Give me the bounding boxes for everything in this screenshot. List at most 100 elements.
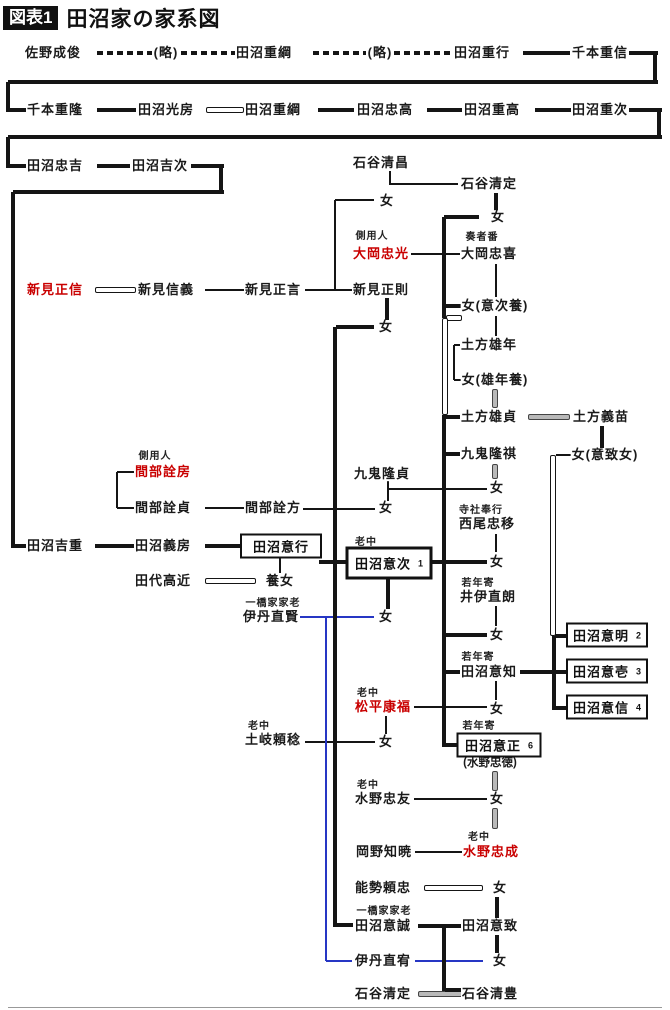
person-node: 田沼意致 <box>460 918 520 934</box>
succession-number: 6 <box>528 740 534 750</box>
connector-line-thick <box>8 164 27 168</box>
connector-line-thick <box>13 544 29 548</box>
connector-line-thin <box>279 556 281 573</box>
role-label: 若年寄 <box>461 652 495 663</box>
connector-line-thick <box>657 110 661 139</box>
person-node: 間部詮方 <box>243 500 303 516</box>
connector-line-thick <box>495 935 499 953</box>
person-node: 女 <box>377 319 395 335</box>
role-label: 側用人 <box>355 231 389 242</box>
person-node: 間部詮貞 <box>133 500 193 516</box>
connector-line-dblg <box>492 464 498 479</box>
connector-line-dblw <box>205 578 256 584</box>
connector-line-thick <box>520 670 555 674</box>
role-label: 寺社奉行 <box>459 505 503 516</box>
connector-line-thick <box>445 988 462 992</box>
connector-line-thick <box>444 415 460 419</box>
person-node: (略) <box>366 45 394 61</box>
connector-line-thick <box>333 327 337 927</box>
connector-line-dash <box>313 51 366 55</box>
person-node: 女 <box>488 627 506 643</box>
connector-line-thin <box>495 606 497 626</box>
person-node: 石谷清定 <box>459 176 519 192</box>
person-node: 田沼光房 <box>136 102 196 118</box>
person-node: 田沼意誠 <box>353 918 413 934</box>
connector-line-dash <box>394 51 452 55</box>
person-node: 田沼重高 <box>462 102 522 118</box>
connector-line-thick <box>552 636 556 710</box>
connector-line-dblg <box>492 771 498 791</box>
person-box-label: 田沼意信 <box>572 700 629 716</box>
connector-line-thick <box>95 544 134 548</box>
role-label: 老中 <box>468 832 490 843</box>
connector-line-thick <box>444 452 460 456</box>
connector-line-thick <box>442 217 446 318</box>
connector-line-blue <box>325 617 327 961</box>
connector-line-thick <box>629 108 662 112</box>
role-label: 奏者番 <box>465 232 499 243</box>
person-node: 田代高近 <box>133 573 193 589</box>
connector-line-thick <box>629 51 658 55</box>
person-box: 田沼意行 <box>240 533 322 559</box>
role-label: 老中 <box>357 688 379 699</box>
person-node: 間部詮房 <box>133 464 193 480</box>
person-node: 九鬼隆祺 <box>459 446 519 462</box>
connector-line-thick <box>336 923 353 927</box>
person-node: 養女 <box>264 573 296 589</box>
connector-line-thin <box>556 454 572 456</box>
connector-line-thick <box>205 544 243 548</box>
connector-line-thick <box>8 80 658 84</box>
person-node: 松平康福 <box>353 699 413 715</box>
role-label: 側用人 <box>138 451 172 462</box>
connector-line-thick <box>600 426 604 448</box>
connector-line-thin <box>205 289 244 291</box>
person-node: 女 <box>377 734 395 750</box>
person-node: 田沼重綱 <box>234 45 294 61</box>
role-label: 老中 <box>248 721 270 732</box>
connector-line-thin <box>495 264 497 297</box>
connector-line-thin <box>454 344 462 346</box>
connector-line-thick <box>97 108 136 112</box>
connector-line-thin <box>495 316 497 336</box>
connector-line-dblw <box>95 287 136 293</box>
connector-line-thick <box>427 108 462 112</box>
person-node: 女 <box>377 500 395 516</box>
person-node: 女 <box>378 193 396 209</box>
connector-line-thin <box>414 706 487 708</box>
person-node: 新見信義 <box>136 282 196 298</box>
figure-number-tag: 図表1 <box>3 5 59 31</box>
role-label: 若年寄 <box>462 721 496 732</box>
succession-number: 1 <box>418 558 424 568</box>
connector-line-thin <box>389 171 391 185</box>
succession-number: 2 <box>636 630 642 640</box>
role-label: 若年寄 <box>461 578 495 589</box>
connector-line-thick <box>495 897 499 918</box>
connector-line-thick <box>427 560 487 564</box>
person-node: 新見正信 <box>25 282 85 298</box>
connector-line-blue <box>415 960 483 962</box>
person-node: 田沼重次 <box>570 102 630 118</box>
person-box: 田沼意次 1 <box>345 546 433 580</box>
person-node: 伊丹直宥 <box>353 953 413 969</box>
connector-line-thick <box>6 137 10 168</box>
person-node: 石谷清昌 <box>351 155 411 171</box>
connector-line-thick <box>523 51 570 55</box>
connector-line-gray <box>8 1006 662 1008</box>
connector-line-thin <box>303 508 375 510</box>
connector-line-thin <box>117 471 134 473</box>
connector-line-thick <box>8 135 662 139</box>
connector-line-thick <box>442 415 446 747</box>
person-node: (略) <box>152 45 180 61</box>
person-node: 女 <box>377 609 395 625</box>
connector-line-thick <box>219 166 223 194</box>
person-node: 土岐頼稔 <box>243 732 303 748</box>
diagram-title: 図表1 田沼家の家系図 <box>3 3 220 33</box>
connector-line-thick <box>6 82 10 112</box>
person-node: 田沼重綱 <box>243 102 303 118</box>
connector-line-thin <box>117 507 134 509</box>
person-box-label: 田沼意次 <box>354 556 411 572</box>
connector-line-thin <box>389 488 487 490</box>
connector-line-thick <box>444 215 479 219</box>
